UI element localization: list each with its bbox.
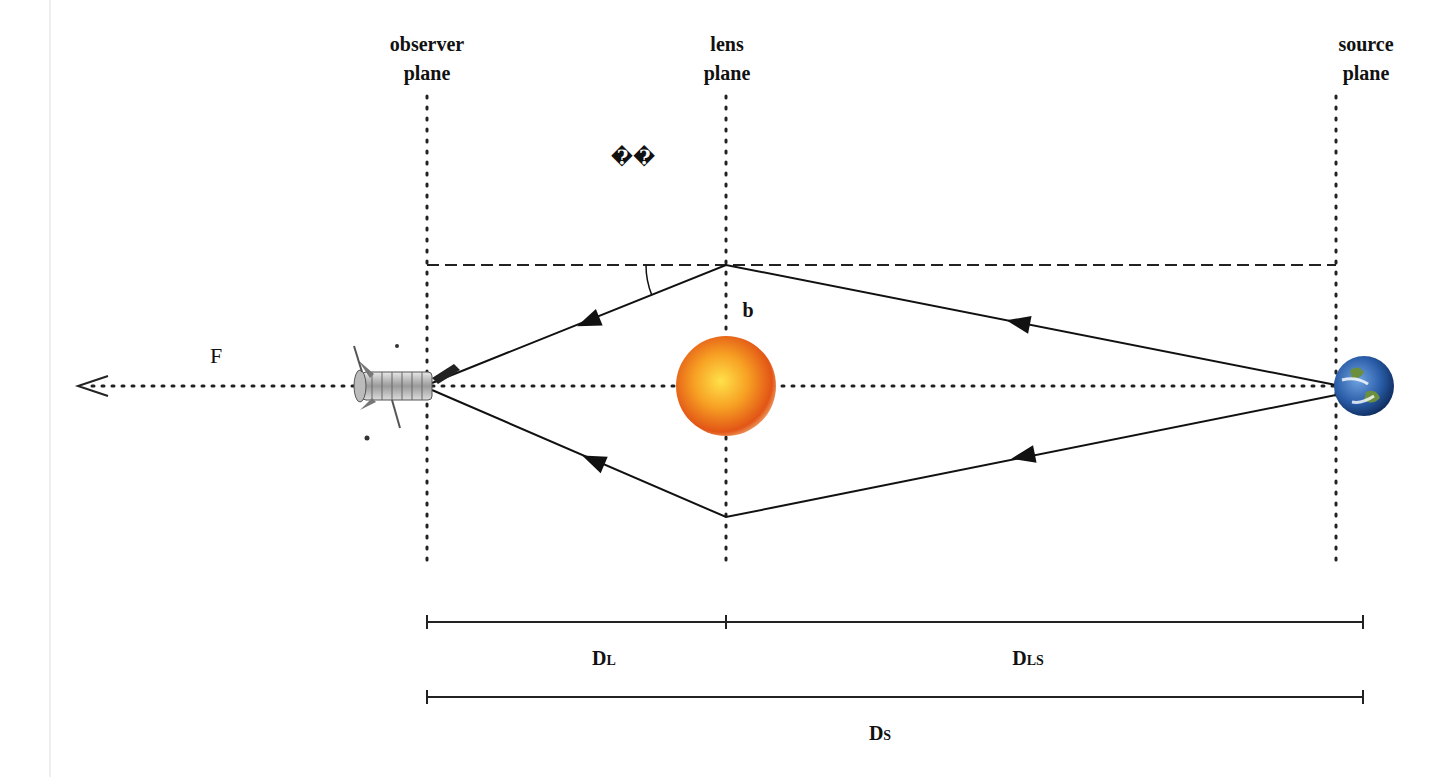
deflection-angle-arc [646,265,652,295]
force-arrowhead [78,376,108,396]
plane-label: source plane [1324,30,1408,88]
sun-lens [676,336,776,436]
distance-label: DL [592,644,616,673]
reference-line [427,264,1336,266]
distance-label: DLS [1012,644,1044,673]
spacecraft-observer [354,344,460,441]
plane-label: lens plane [688,30,766,88]
dimension-lines [427,615,1363,704]
ray-arrowheads [574,309,1037,473]
plane-lines [427,96,1336,562]
angle-label: �� [611,143,656,172]
earth-source [1334,356,1394,416]
impact-parameter-label: b [742,296,753,325]
plane-label: observer plane [377,30,477,88]
page-edge [50,0,51,777]
distance-label: DS [869,719,891,748]
force-label: F [210,340,222,372]
light-rays [432,265,1336,517]
